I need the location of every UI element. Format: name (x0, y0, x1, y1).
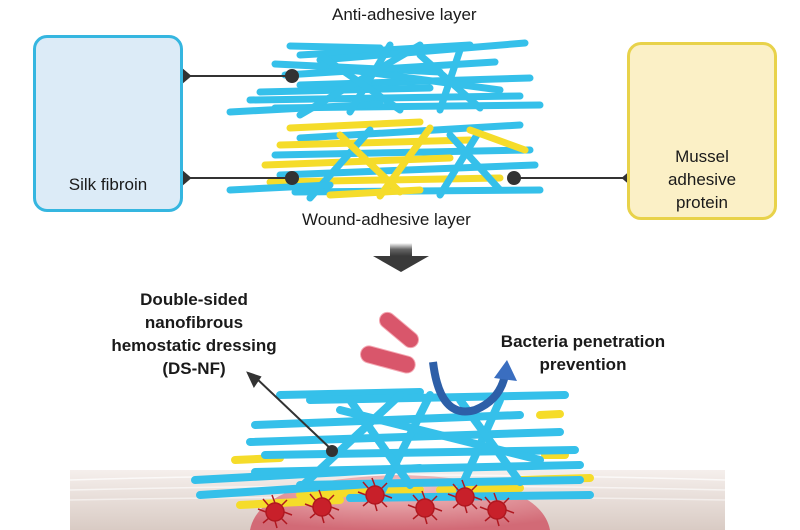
mussel-label-line3: protein (676, 193, 728, 212)
anti-adhesive-fiber-mat (226, 39, 544, 119)
connector-lines (182, 67, 631, 187)
wound-adhesive-layer-label: Wound-adhesive layer (302, 210, 471, 229)
bacteria-line1: Bacteria penetration (500, 332, 666, 351)
bacteria-prevention-label: Bacteria penetration prevention (478, 330, 688, 376)
bacteria-line2: prevention (539, 355, 627, 374)
platelet-icon (257, 477, 515, 529)
dressing-line3: hemostatic dressing (111, 336, 277, 355)
mussel-label-line1: Mussel (675, 147, 729, 166)
ds-nf-pointer (246, 371, 338, 457)
dressing-line2: nanofibrous (144, 313, 244, 332)
mussel-protein-box: Mussel adhesive protein (627, 42, 777, 220)
mussel-label-line2: adhesive (667, 170, 737, 189)
curved-arrow-icon (429, 360, 517, 416)
down-arrow-icon (373, 243, 429, 272)
bacteria-icon (360, 311, 419, 374)
wound-adhesive-fiber-mat (226, 118, 544, 202)
ds-nf-fiber-mat (191, 388, 594, 509)
silk-fibroin-box: Silk fibroin (33, 35, 183, 212)
silk-fibroin-label: Silk fibroin (68, 175, 148, 194)
dressing-line4: (DS-NF) (162, 359, 226, 378)
dressing-line1: Double-sided (140, 290, 248, 309)
dressing-label: Double-sided nanofibrous hemostatic dres… (84, 288, 304, 380)
anti-adhesive-layer-label: Anti-adhesive layer (332, 5, 477, 24)
